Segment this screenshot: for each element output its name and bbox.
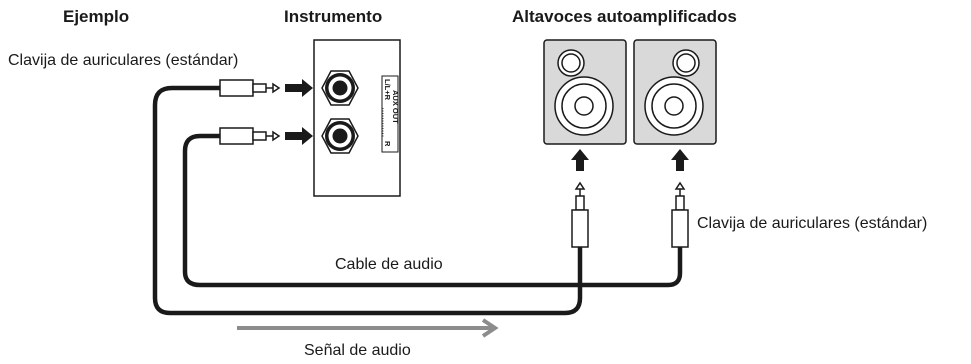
- plug-label-right: Clavija de auriculares (estándar): [697, 215, 927, 232]
- header-example: Ejemplo: [63, 7, 129, 26]
- jack-socket-icon: [321, 70, 359, 106]
- speaker-icon: [633, 39, 717, 145]
- arrow-icon: [285, 79, 313, 97]
- speaker-icon: [543, 39, 627, 145]
- header-speakers: Altavoces autoamplificados: [512, 7, 737, 26]
- instrument-panel: AUX OUT L/L+R R: [313, 39, 401, 197]
- aux-out-label: AUX OUT: [391, 90, 400, 124]
- phone-plug-icon: [671, 181, 689, 248]
- plug-label-left: Clavija de auriculares (estándar): [8, 52, 238, 69]
- channel-right-label: R: [383, 141, 392, 147]
- arrow-icon: [671, 149, 689, 171]
- phone-plug-icon: [571, 181, 589, 248]
- phone-plug-icon: [219, 79, 281, 97]
- channel-left-label: L/L+R: [383, 79, 392, 101]
- header-instrument: Instrumento: [284, 7, 382, 26]
- signal-label: Señal de audio: [304, 342, 411, 359]
- audio-cables: [152, 85, 683, 316]
- signal-arrow: [237, 318, 499, 338]
- jack-socket-icon: [321, 118, 359, 154]
- arrow-icon: [285, 127, 313, 145]
- phone-plug-icon: [219, 127, 281, 145]
- cable-label: Cable de audio: [335, 256, 443, 273]
- arrow-icon: [571, 149, 589, 171]
- audio-cable-1: [152, 85, 583, 316]
- audio-cable-2: [182, 133, 683, 288]
